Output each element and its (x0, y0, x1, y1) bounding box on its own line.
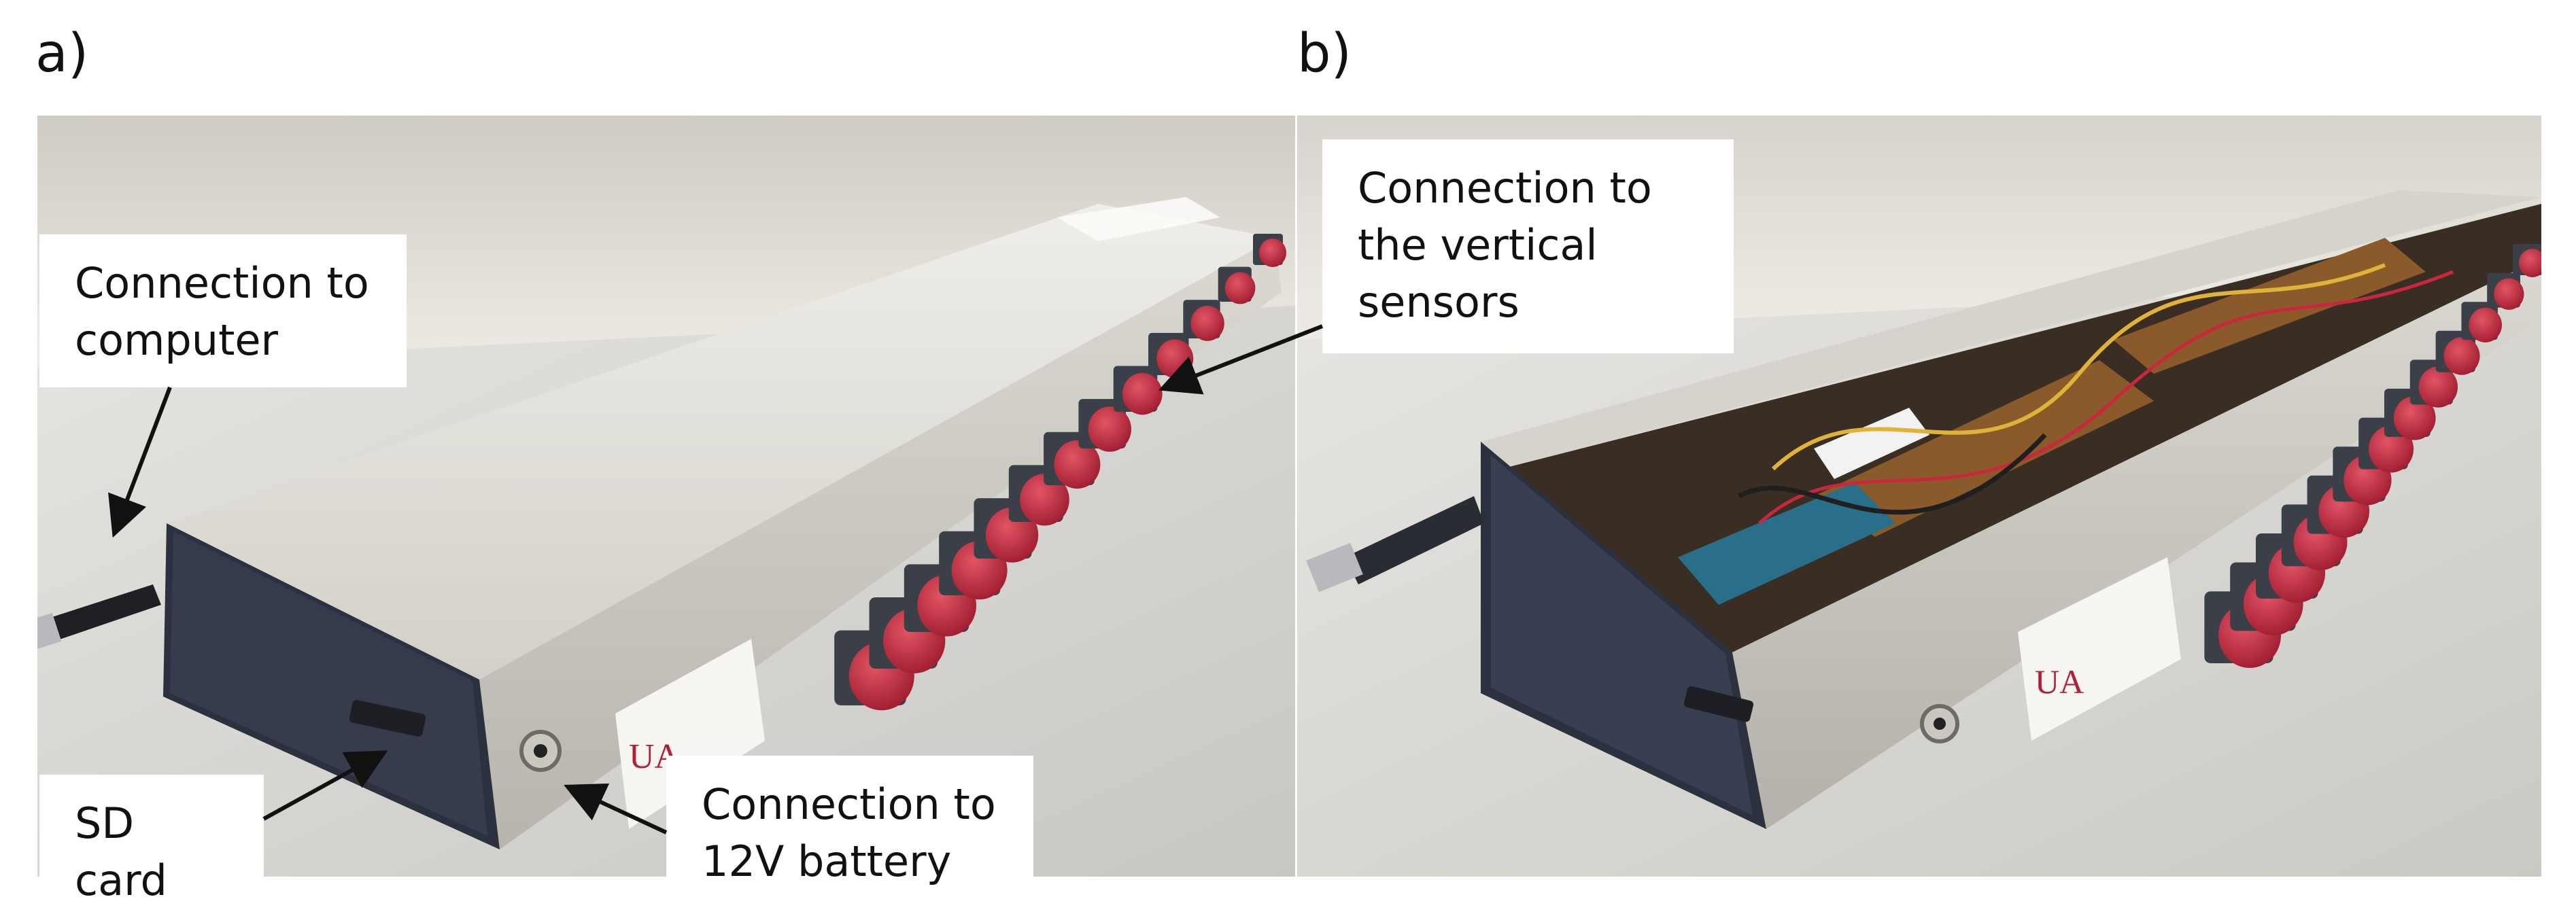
red-sensor-button (1259, 239, 1286, 267)
red-sensor-button (1224, 272, 1256, 304)
red-sensor-button (2418, 366, 2458, 408)
photo-b-open-box: UA (1297, 116, 2541, 877)
red-sensor-button (1054, 440, 1101, 489)
red-sensor-button (2519, 249, 2541, 277)
red-sensor-button (2494, 278, 2524, 310)
red-sensor-button (2369, 425, 2414, 473)
red-sensor-button (1020, 474, 1069, 526)
svg-text:UA: UA (2035, 663, 2084, 701)
red-sensor-button (2393, 396, 2436, 440)
red-sensor-button (1122, 372, 1163, 415)
photo-a-closed-box: UA (37, 116, 1295, 877)
red-sensor-button (1190, 305, 1224, 341)
callout-sd-card: SD card (39, 775, 264, 905)
red-sensor-button (2443, 337, 2480, 375)
panel-a-letter: a) (35, 23, 89, 84)
callout-connection-to-battery: Connection to 12V battery (666, 756, 1033, 909)
callout-connection-to-vertical-sensors: Connection to the vertical sensors (1322, 139, 1734, 353)
red-sensor-button (1088, 406, 1132, 452)
callout-connection-to-computer: Connection to computer (39, 234, 407, 387)
red-sensor-button (1156, 339, 1194, 379)
red-sensor-button (2469, 307, 2503, 342)
panel-b-letter: b) (1297, 23, 1352, 84)
